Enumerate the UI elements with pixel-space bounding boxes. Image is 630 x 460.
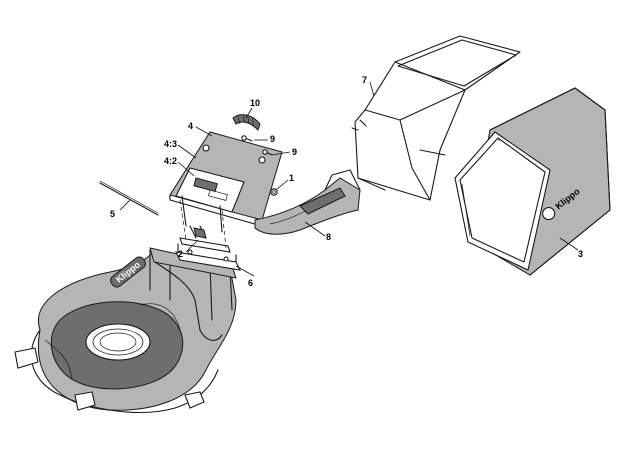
part-9-screws xyxy=(241,135,273,156)
callout-2: 2 xyxy=(178,249,183,259)
mower-deck: Klippo xyxy=(14,247,237,413)
callout-9-upper: 9 xyxy=(270,134,275,144)
part-6-bracket xyxy=(175,243,241,271)
callout-5: 5 xyxy=(110,209,115,219)
part-2-spring xyxy=(179,225,231,253)
callout-9-lower: 9 xyxy=(292,147,297,157)
part-1-nut xyxy=(270,188,278,196)
leader-lines xyxy=(119,81,579,277)
part-7-frame xyxy=(351,35,521,201)
part-5-rod xyxy=(99,180,159,216)
callout-3: 3 xyxy=(578,249,583,259)
callout-6: 6 xyxy=(248,278,253,288)
callout-7: 7 xyxy=(362,75,367,85)
callout-4: 4 xyxy=(188,121,193,131)
part-8-chute xyxy=(254,169,361,235)
callout-4-2: 4:2 xyxy=(164,156,177,166)
callout-10: 10 xyxy=(250,98,260,108)
part-3-bag: Klippo xyxy=(454,87,611,276)
callout-1: 1 xyxy=(289,173,294,183)
callout-4-3: 4:3 xyxy=(164,139,177,149)
callout-8: 8 xyxy=(326,232,331,242)
part-10-grip xyxy=(232,114,261,131)
